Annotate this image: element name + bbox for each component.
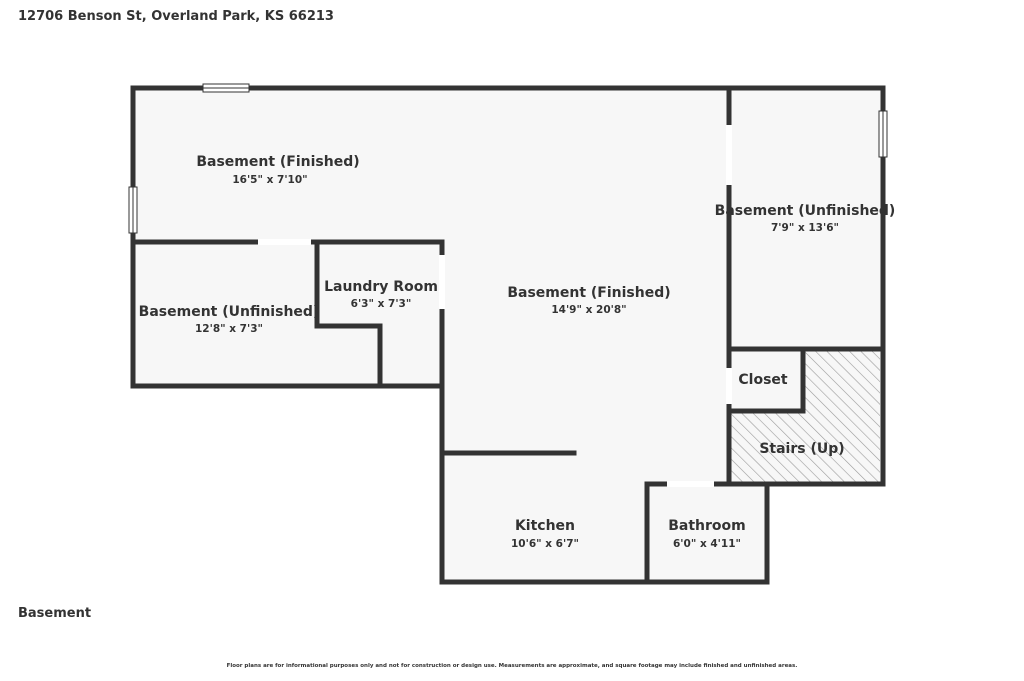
- floor-area: [133, 88, 883, 582]
- room-closet: Closet: [738, 372, 788, 388]
- wall-laundry: [314, 239, 383, 389]
- opening-upper-left: [258, 239, 311, 245]
- svg-text:16'5" x 7'10": 16'5" x 7'10": [232, 174, 307, 186]
- room-kitchen: Kitchen 10'6" x 6'7": [511, 518, 579, 550]
- svg-text:6'0" x 4'11": 6'0" x 4'11": [673, 538, 741, 550]
- svg-text:Laundry Room: Laundry Room: [324, 279, 438, 295]
- room-bathroom: Bathroom 6'0" x 4'11": [668, 518, 746, 550]
- room-basement-unfinished-right: Basement (Unfinished) 7'9" x 13'6": [715, 203, 896, 234]
- svg-text:6'3" x 7'3": 6'3" x 7'3": [351, 298, 412, 310]
- floor-label: Basement: [18, 606, 92, 621]
- svg-text:7'9" x 13'6": 7'9" x 13'6": [771, 222, 839, 234]
- svg-text:Closet: Closet: [738, 372, 788, 388]
- svg-text:Basement (Unfinished): Basement (Unfinished): [715, 203, 896, 219]
- property-address: 12706 Benson St, Overland Park, KS 66213: [18, 9, 334, 24]
- stairs-hatch: [728, 350, 880, 482]
- room-stairs: Stairs (Up): [759, 441, 844, 457]
- room-basement-finished-center: Basement (Finished) 14'9" x 20'8": [507, 285, 670, 316]
- wall-closet: [726, 346, 806, 414]
- svg-text:Basement (Unfinished): Basement (Unfinished): [139, 304, 320, 320]
- opening-right-room: [726, 125, 732, 185]
- svg-text:Kitchen: Kitchen: [515, 518, 575, 534]
- svg-text:Bathroom: Bathroom: [668, 518, 746, 534]
- room-basement-unfinished-left: Basement (Unfinished) 12'8" x 7'3": [139, 304, 320, 335]
- outer-wall: [130, 85, 886, 585]
- disclaimer-text: Floor plans are for informational purpos…: [226, 663, 798, 669]
- svg-text:Basement (Finished): Basement (Finished): [507, 285, 670, 301]
- svg-text:10'6" x 6'7": 10'6" x 6'7": [511, 538, 579, 550]
- svg-text:14'9" x 20'8": 14'9" x 20'8": [551, 304, 626, 316]
- opening-bathroom: [667, 481, 714, 487]
- svg-text:Basement (Finished): Basement (Finished): [196, 154, 359, 170]
- svg-text:Stairs (Up): Stairs (Up): [759, 441, 844, 457]
- room-laundry: Laundry Room 6'3" x 7'3": [324, 279, 438, 310]
- opening-laundry: [439, 255, 445, 309]
- svg-text:12'8" x 7'3": 12'8" x 7'3": [195, 323, 263, 335]
- opening-closet: [726, 368, 732, 404]
- room-basement-finished-upper: Basement (Finished) 16'5" x 7'10": [196, 154, 359, 186]
